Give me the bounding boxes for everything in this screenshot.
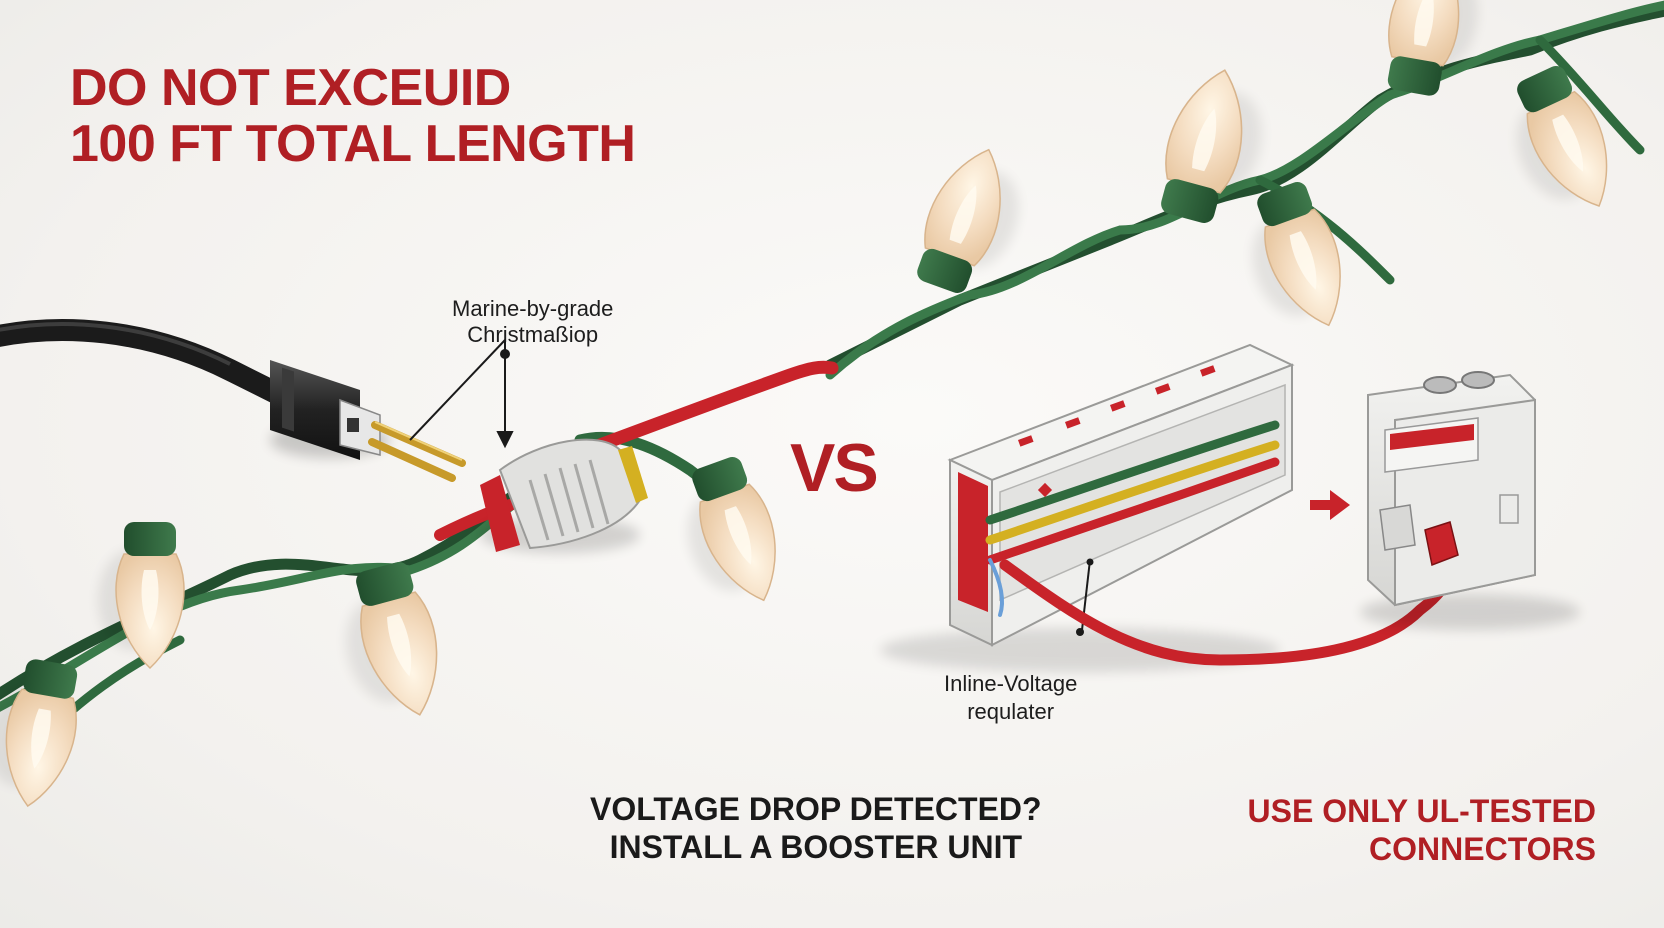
headline-line-2: 100 FT TOTAL LENGTH (70, 115, 636, 174)
bulb-icon (345, 562, 438, 716)
headline-line-1: DO NOT EXCEUID (70, 59, 511, 117)
arrow-right-icon (1310, 490, 1350, 520)
bulb-icon (98, 522, 185, 670)
booster-advice-line-2: INSTALL A BOOSTER UNIT (609, 829, 1022, 866)
bulb-icon (1161, 69, 1262, 223)
booster-unit-icon (1360, 371, 1580, 630)
bulb-icon (1516, 65, 1608, 207)
booster-advice: VOLTAGE DROP DETECTED? INSTALL A BOOSTER… (590, 790, 1042, 867)
plug-callout-line-1: Marine-by-grade (452, 296, 614, 321)
bulb-icon (1387, 0, 1478, 96)
plug-callout-leader (409, 339, 514, 449)
connector-warning-line-1: USE ONLY UL-TESTED (1247, 793, 1597, 829)
regulator-callout-line-1: Inline-Voltage (944, 671, 1078, 696)
bulb-icon (917, 148, 1019, 293)
regulator-box-icon (880, 343, 1295, 672)
regulator-callout-label: Inline-Voltage requlater (944, 670, 1077, 725)
vs-label: VS (790, 430, 879, 506)
bulb-icon (0, 659, 78, 808)
bulb-icon (687, 457, 776, 602)
bulb-icon (1252, 182, 1341, 327)
booster-advice-line-1: VOLTAGE DROP DETECTED? (590, 791, 1042, 827)
regulator-callout-line-2: requlater (967, 698, 1055, 724)
connector-warning: USE ONLY UL-TESTED CONNECTORS (1200, 792, 1597, 869)
inline-connector-icon (480, 438, 648, 553)
headline: DO NOT EXCEUID 100 FT TOTAL LENGTH (70, 59, 636, 174)
plug-callout-label: Marine-by-grade Christmaßiop (452, 296, 613, 349)
bulb-icon (0, 0, 1608, 808)
power-plug-icon (0, 319, 466, 482)
plug-callout-line-2: Christmaßiop (467, 322, 599, 348)
connector-warning-line-2: CONNECTORS (1369, 831, 1596, 868)
